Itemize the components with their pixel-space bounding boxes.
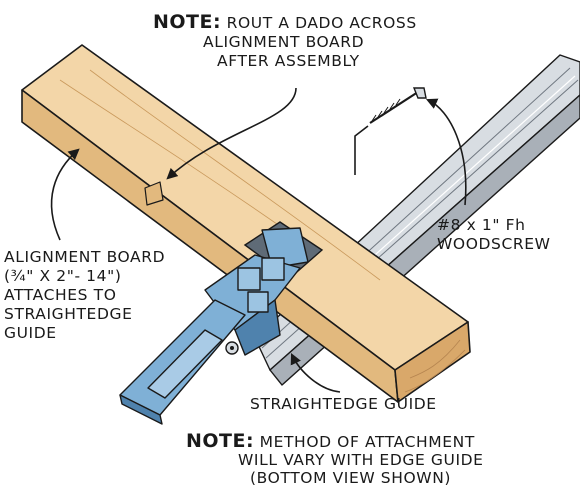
note-line-1: ROUT A DADO ACROSS bbox=[226, 14, 417, 32]
edge-guide-clamp bbox=[119, 227, 309, 425]
woodscrew-line-2: WOODSCREW bbox=[437, 235, 551, 253]
woodscrew-leader bbox=[425, 98, 467, 206]
straightedge-leader bbox=[290, 352, 341, 393]
alignment-line-2: (¾" x 2"- 14") bbox=[4, 267, 122, 285]
alignment-line-4: STRAIGHTEDGE bbox=[4, 305, 133, 323]
note-attachment: NOTE: METHOD OF ATTACHMENT WILL VARY WIT… bbox=[186, 430, 484, 488]
woodscrew-icon bbox=[369, 87, 427, 124]
alignment-board-leader bbox=[50, 148, 80, 241]
note-bottom-line-2: WILL VARY WITH EDGE GUIDE bbox=[238, 451, 484, 469]
woodscrew-line-1: #8 x 1" Fh bbox=[437, 216, 526, 234]
note-dado: NOTE: ROUT A DADO ACROSS ALIGNMENT BOARD… bbox=[153, 13, 417, 71]
note-bottom-heading: NOTE: bbox=[186, 430, 255, 452]
alignment-board-label: ALIGNMENT BOARD (¾" x 2"- 14") ATTACHES … bbox=[4, 248, 165, 343]
alignment-line-3: ATTACHES TO bbox=[4, 286, 117, 304]
straightedge-text: STRAIGHTEDGE GUIDE bbox=[250, 395, 437, 413]
note-line-3: AFTER ASSEMBLY bbox=[217, 52, 360, 70]
note-bottom-line-3: (BOTTOM VIEW SHOWN) bbox=[250, 469, 452, 487]
alignment-line-1: ALIGNMENT BOARD bbox=[4, 248, 166, 266]
note-heading: NOTE: bbox=[153, 11, 222, 33]
dado-leader bbox=[166, 87, 297, 180]
alignment-board bbox=[21, 44, 471, 403]
straightedge-label: STRAIGHTEDGE GUIDE bbox=[250, 395, 437, 414]
alignment-line-5: GUIDE bbox=[4, 324, 57, 342]
note-line-2: ALIGNMENT BOARD bbox=[203, 33, 365, 51]
woodscrew-label: #8 x 1" Fh WOODSCREW bbox=[437, 216, 551, 254]
screw-hole-leader bbox=[354, 125, 369, 175]
note-bottom-line-1: METHOD OF ATTACHMENT bbox=[259, 433, 475, 451]
leader-lines bbox=[50, 87, 467, 393]
